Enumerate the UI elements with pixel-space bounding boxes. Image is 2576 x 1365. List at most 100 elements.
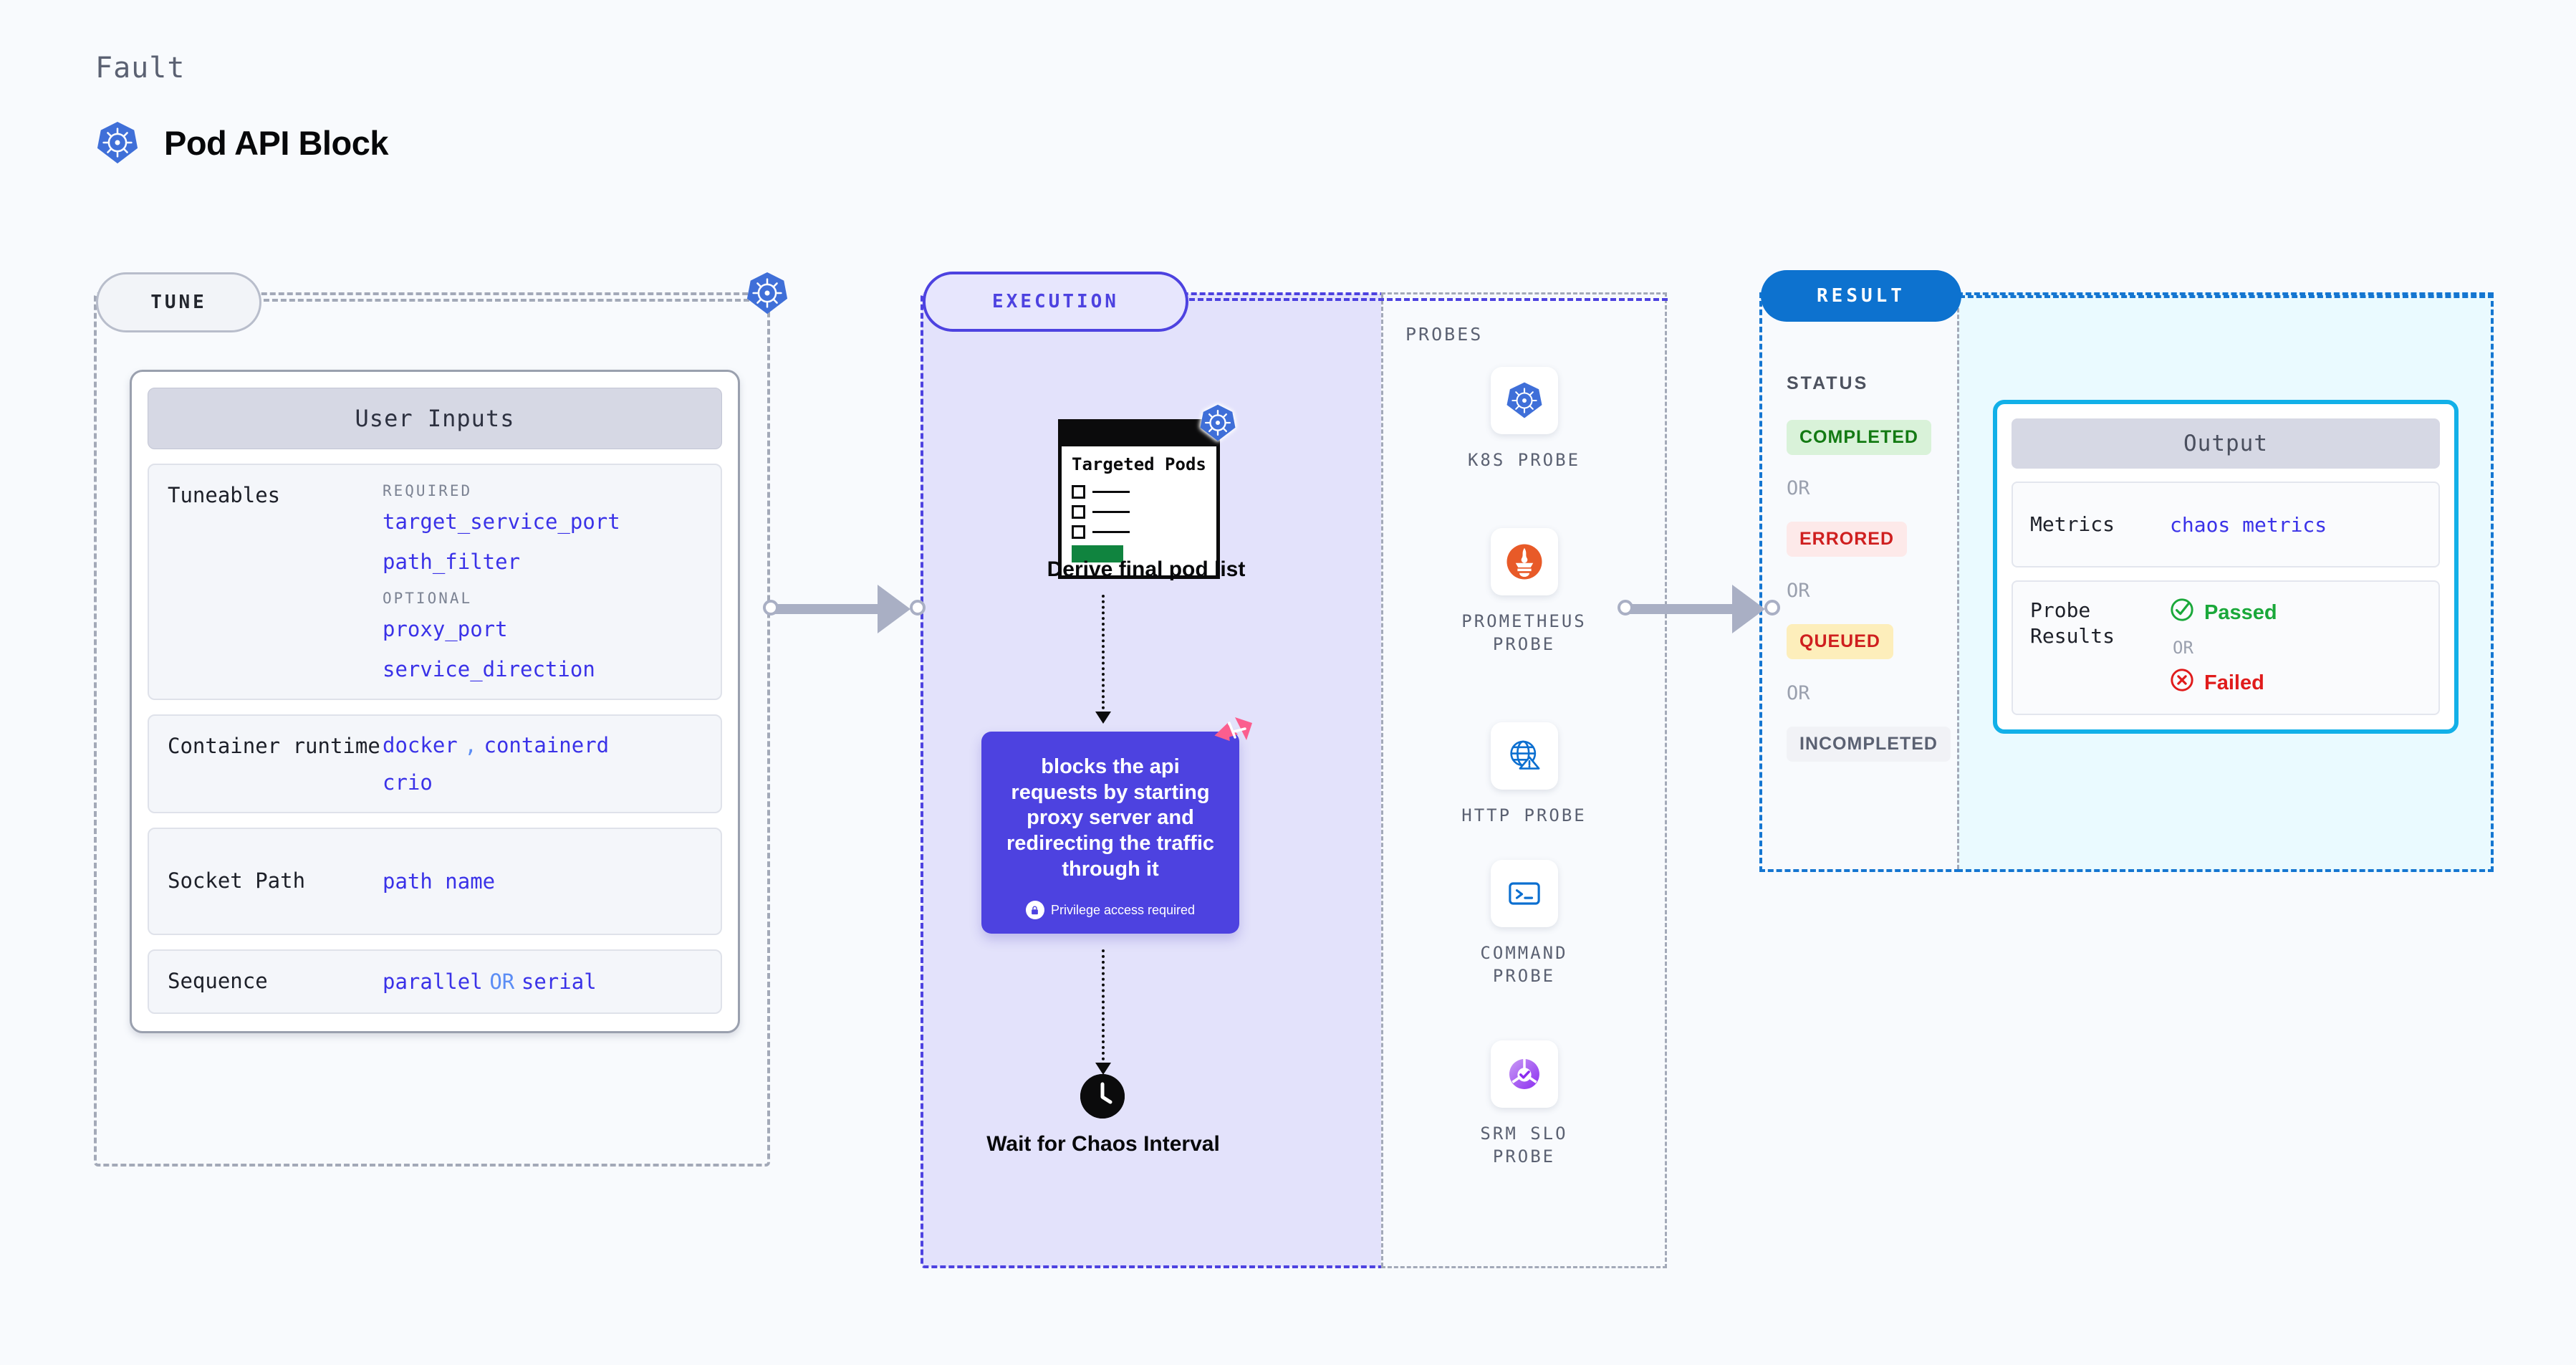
tune-badge: TUNE [96,272,261,332]
arrow-derive-to-action [1095,595,1111,724]
pod-list-item [1072,525,1206,539]
passed-label: Passed [2204,600,2277,624]
arrow-line [1102,595,1105,709]
probe-results-row: Probe Results Passed OR [2012,580,2440,715]
container-runtime-row: Container runtime docker , containerd cr… [148,714,722,813]
status-or-1: OR [1787,477,1810,499]
runtime-docker[interactable]: docker [383,733,458,757]
output-card: Output Metrics chaos metrics Probe Resul… [1993,400,2459,734]
sequence-label: Sequence [168,969,268,993]
arrow-head [1095,1063,1111,1075]
socket-path-value[interactable]: path name [383,869,496,894]
lock-icon [1025,901,1044,920]
probe-item-k8s[interactable]: K8S PROBE [1381,367,1667,471]
command-terminal-probe-icon [1490,860,1558,927]
status-label: STATUS [1787,373,1869,393]
page-title-row: Pod API Block [95,120,388,165]
probe-result-or: OR [2173,638,2193,658]
pod-list-item [1072,484,1206,499]
pod-line-dash [1092,510,1130,513]
privilege-note: Privilege access required [997,901,1224,920]
metrics-row: Metrics chaos metrics [2012,482,2440,567]
probe-results-label: Probe Results [2030,598,2115,648]
connector-arrowhead [1732,585,1765,633]
status-badge-incompleted: INCOMPLETED [1787,727,1951,762]
user-inputs-card: User Inputs Tuneables REQUIRED target_se… [130,370,740,1033]
sequence-serial[interactable]: serial [521,969,597,994]
socket-path-label: Socket Path [168,868,306,894]
targeted-pods-title: Targeted Pods [1072,454,1206,474]
status-badge-completed: COMPLETED [1787,420,1931,455]
output-card-title: Output [2012,418,2440,469]
kubernetes-logo-icon [95,120,140,165]
metrics-value[interactable]: chaos metrics [2170,512,2327,537]
targeted-pods-titlebar [1062,423,1216,446]
page-title: Pod API Block [164,123,388,162]
privilege-note-label: Privilege access required [1050,902,1196,917]
derive-final-pod-list-label: Derive final pod list [1047,557,1246,581]
runtime-containerd[interactable]: containerd [484,733,610,757]
probes-divider-line [1381,294,1383,1267]
kubernetes-logo-icon [1198,403,1237,442]
arrow-head [1095,712,1111,724]
failed-label: Failed [2204,671,2264,694]
probe-item-command[interactable]: COMMAND PROBE [1381,860,1667,988]
connector-start-dot [1618,600,1633,616]
probe-label: HTTP PROBE [1461,805,1587,825]
probe-label: PROMETHEUS PROBE [1461,611,1587,655]
connector-execution-to-result [1618,584,1797,634]
probe-result-failed: Failed [2170,668,2421,698]
fault-eyebrow-label: Fault [95,52,186,85]
arrow-line [1102,949,1105,1060]
tuneable-target-service-port[interactable]: target_service_port [383,509,620,534]
socket-path-row: Socket Path path name [148,828,722,935]
optional-group-label: OPTIONAL [383,590,473,607]
chaos-icon [1213,716,1254,756]
connector-arrowhead [878,585,910,633]
runtime-crio[interactable]: crio [383,770,433,795]
targeted-pods-card: Targeted Pods [1058,419,1220,579]
execution-panel-top-dashed-line [1181,298,1668,301]
connector-start-dot [763,600,779,616]
status-badge-queued: QUEUED [1787,624,1893,659]
kubernetes-probe-icon [1490,367,1558,434]
tuneables-label: Tuneables [168,483,281,507]
tuneables-row: Tuneables REQUIRED target_service_port p… [148,464,722,700]
x-circle-icon [2170,668,2194,698]
result-panel-top-dashed-line [1959,295,2494,298]
container-runtime-label: Container runtime [168,734,380,758]
status-badge-errored: ERRORED [1787,522,1908,557]
srm-slo-probe-icon [1490,1040,1558,1108]
probe-item-prometheus[interactable]: PROMETHEUS PROBE [1381,528,1667,656]
kubernetes-logo-icon [745,271,789,315]
pod-list-item [1072,504,1206,519]
checkbox-icon [1072,484,1085,499]
result-status-panel [1759,292,1960,872]
connector-tune-to-execution [763,584,935,634]
check-circle-icon [2170,598,2194,628]
status-or-3: OR [1787,682,1810,704]
clock-icon [1080,1074,1125,1119]
required-group-label: REQUIRED [383,482,473,499]
sequence-row: Sequence parallel OR serial [148,949,722,1014]
probe-item-srm-slo[interactable]: SRM SLO PROBE [1381,1040,1667,1169]
probe-label: K8S PROBE [1467,450,1581,470]
arrow-action-to-wait [1095,949,1111,1075]
connector-end-dot [1764,600,1780,616]
targeted-pods-node: Targeted Pods [1058,404,1236,579]
prometheus-probe-icon [1490,528,1558,595]
pod-line-dash [1092,490,1130,493]
pod-line-dash [1092,530,1130,533]
tuneable-proxy-port[interactable]: proxy_port [383,617,508,641]
tuneable-service-direction[interactable]: service_direction [383,657,595,681]
wait-for-chaos-interval-label: Wait for Chaos Interval [986,1132,1220,1156]
checkbox-icon [1072,525,1085,539]
http-globe-probe-icon [1490,722,1558,790]
tuneable-path-filter[interactable]: path_filter [383,550,521,574]
sequence-parallel[interactable]: parallel [383,969,483,994]
probe-label: SRM SLO PROBE [1480,1124,1568,1167]
tune-panel [94,292,770,1167]
tune-panel-top-dashed-line [255,299,749,302]
sequence-separator: OR [489,969,515,994]
probe-item-http[interactable]: HTTP PROBE [1381,722,1667,827]
